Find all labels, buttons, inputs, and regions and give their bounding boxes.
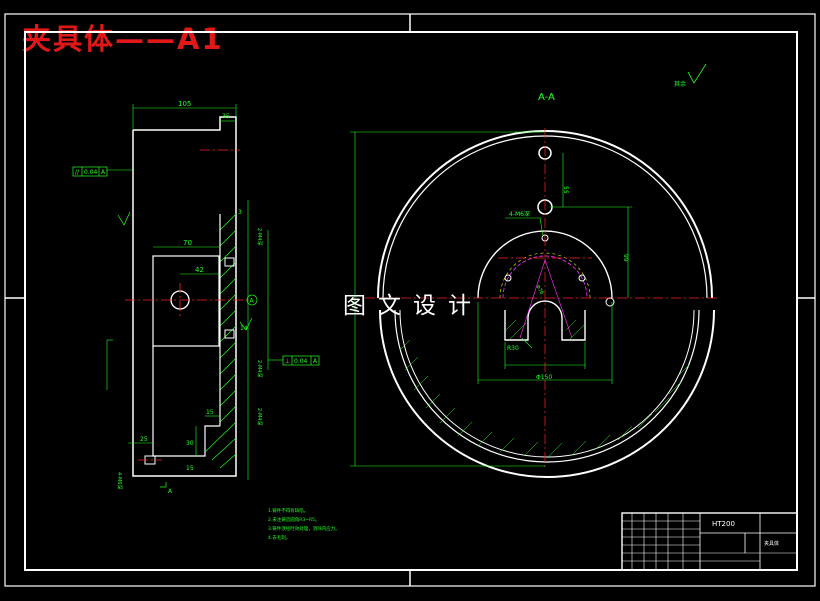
svg-text:0.04: 0.04 [294,358,308,365]
centering-marks [5,14,815,586]
dim-fillet: 14 [240,325,248,332]
right-thread-callout: 4-M6深 [509,210,530,218]
roughness-note-text: 其余 [674,80,686,88]
svg-text:3.铸件须经时效处理，消除内应力。: 3.铸件须经时效处理，消除内应力。 [268,525,340,532]
roughness-note-symbol [687,63,707,84]
dim-bottom-step: 15 [206,409,214,416]
left-section-view: 105 35 70 42 3 15 25 30 15 14 2-M4深 2-M4… [72,100,320,495]
svg-text:2.未注铸造圆角R3~R5。: 2.未注铸造圆角R3~R5。 [268,516,320,523]
section-mark-bottom: A [168,488,173,495]
dim-vertical-99: 99 [622,254,629,262]
title-block-part-name: 夹具体 [764,540,779,547]
datum-a-marker [246,294,258,306]
thread-callout-4: 4-M6深 [116,472,123,489]
dim-small-step: 3 [238,209,242,216]
dim-bore: Φ150 [536,374,552,381]
watermark-text: 图文设计 [343,293,483,319]
dim-right-height: 15 [186,465,194,472]
dim-vertical-55: 55 [562,186,569,194]
title-block [621,512,798,571]
dim-radius: R30 [507,345,519,352]
dim-top-step: 35 [222,113,230,120]
roughness-mark-mid [239,317,253,331]
svg-text:⊥: ⊥ [285,358,290,365]
thread-callout-3: 2-M4深 [256,408,263,425]
svg-text:A: A [313,358,318,365]
dim-pin-offset: 42 [195,266,204,274]
gdt-frame-top: // 0.04 A [72,166,108,177]
thread-callout-1: 2-M4深 [256,228,263,245]
right-top-view: 55 99 Φ150 R30 Φ76 4-M6深 [350,128,720,478]
dim-bottom-height: 30 [186,440,194,447]
svg-text:0.04: 0.04 [84,169,98,176]
section-view-label: A-A [538,92,555,103]
dim-mid-bore: Φ76 [534,284,544,296]
dim-hole-depth: 70 [183,239,192,247]
svg-text:4.去毛刺。: 4.去毛刺。 [268,534,290,541]
dim-left-step: 25 [140,436,148,443]
technical-notes: 1.铸件不得有缺陷。 2.未注铸造圆角R3~R5。 3.铸件须经时效处理，消除内… [268,507,340,541]
gdt-frame-mid: ⊥ 0.04 A [268,355,320,366]
title-block-material: HT200 [712,520,735,528]
svg-text:1.铸件不得有缺陷。: 1.铸件不得有缺陷。 [268,507,308,514]
drawing-title: 夹具体——A1 [22,22,224,56]
datum-a-label: A [250,298,255,305]
thread-callout-2: 2-M4深 [256,360,263,377]
svg-text://: // [75,169,80,176]
section-arrow [160,482,167,488]
inner-frame [24,31,798,571]
dim-width-top: 105 [178,100,191,108]
roughness-mark-left [117,211,131,226]
svg-text:A: A [101,169,106,176]
